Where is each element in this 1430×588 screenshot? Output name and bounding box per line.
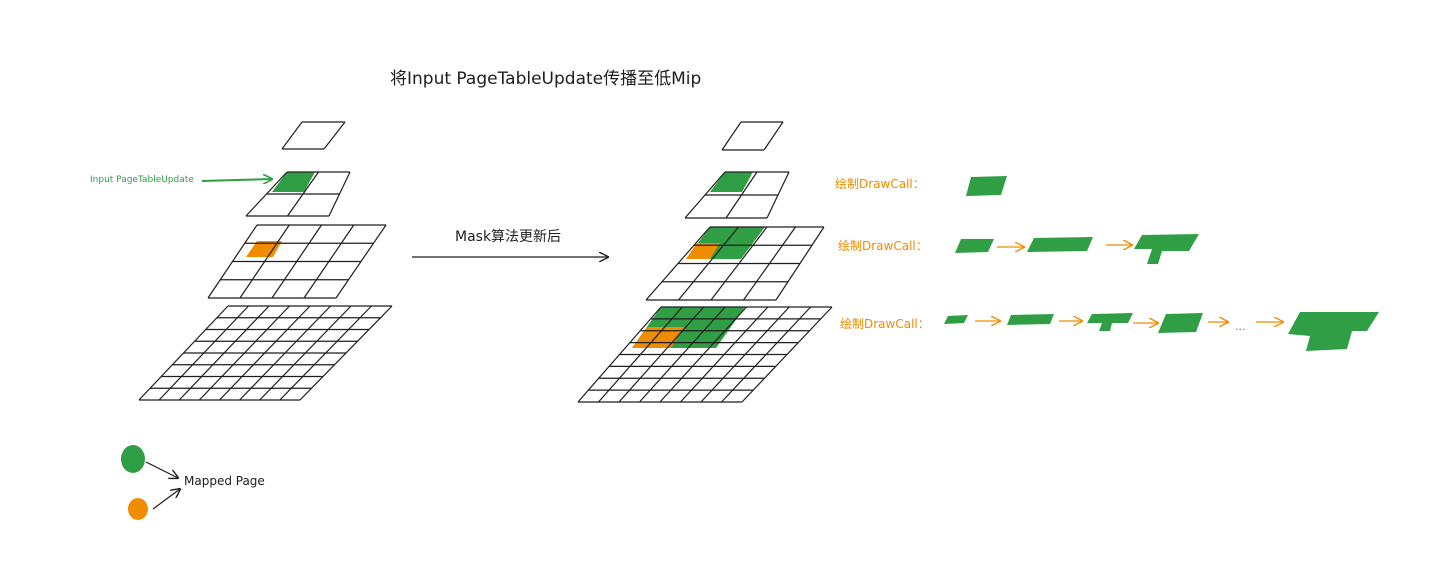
legend-label: Mapped Page — [184, 474, 265, 488]
right-mip3-grid-vline — [659, 306, 747, 403]
left-mip3-grid-vline — [219, 305, 311, 401]
left-mip2-grid — [207, 224, 387, 299]
drawcall-2-shape-1 — [955, 239, 994, 253]
left-mip3-grid-vline — [239, 305, 331, 401]
left-mip1-grid-vline — [287, 171, 319, 217]
drawcall-label-2: 绘制DrawCall： — [838, 238, 928, 253]
drawcall-2-shape-3 — [1134, 234, 1199, 264]
drawcall-3-shape-4 — [1158, 313, 1203, 333]
right-mip0-grid — [721, 121, 784, 151]
left-mip2-grid-vline — [271, 224, 322, 299]
right-mip3-grid-vline — [741, 306, 833, 403]
drawcall-3-ellipsis: ... — [1235, 320, 1246, 333]
right-mip3-grid-vline — [721, 306, 812, 403]
right-mip2-grid — [645, 226, 825, 301]
left-mip3-grid-vline — [279, 305, 372, 401]
drawcall-label-3: 绘制DrawCall： — [840, 316, 930, 331]
legend-arrow-orange — [152, 489, 180, 510]
right-mip3-grid — [577, 306, 833, 403]
right-grids — [577, 121, 833, 403]
legend-green-blob — [121, 445, 145, 473]
diagram-title: 将Input PageTableUpdate传播至低Mip — [390, 69, 701, 89]
legend: Mapped Page — [121, 445, 265, 520]
left-mip2-orange-cell — [246, 241, 282, 257]
right-mip0-grid-vline — [763, 121, 784, 151]
left-mip2-grid-vline — [303, 224, 355, 299]
right-mip2-grid-vline — [710, 226, 768, 301]
left-mip0-grid-vline — [281, 121, 303, 150]
left-mip0-grid — [281, 121, 346, 150]
right-mip1-grid-vline — [766, 171, 790, 219]
left-mip-stack — [138, 121, 393, 401]
drawcall-3-shape-2 — [1007, 314, 1054, 325]
drawcall-3-shape-5 — [1288, 312, 1379, 351]
right-mip0-grid-vline — [721, 121, 742, 151]
left-mip3-grid-vline — [299, 305, 393, 401]
right-mip2-grid-vline — [775, 226, 825, 301]
left-mip3-grid-vline — [259, 305, 352, 401]
mask-update-label: Mask算法更新后 — [455, 229, 561, 245]
right-mip1-grid — [684, 171, 790, 219]
left-mip1-grid — [245, 171, 351, 217]
right-mip3-grid-vline — [680, 306, 769, 403]
right-mip1-grid-vline — [725, 171, 758, 219]
left-mip1-grid-vline — [328, 171, 351, 217]
right-mip3-grid-vline — [700, 306, 790, 403]
left-mip1-green-cell — [272, 172, 315, 192]
legend-orange-blob — [128, 498, 148, 520]
drawcall-row-2: 绘制DrawCall： — [838, 234, 1199, 264]
drawcall-row-3: 绘制DrawCall： ... — [840, 312, 1379, 351]
right-mip-stack — [577, 121, 833, 403]
drawcall-label-1: 绘制DrawCall： — [835, 176, 925, 191]
drawcall-1-shape-1 — [966, 176, 1007, 196]
drawcall-3-shape-1 — [944, 315, 968, 324]
left-mip3-grid — [138, 305, 393, 401]
drawcall-3-shape-3 — [1087, 313, 1133, 331]
right-mip2-orange-cell — [686, 243, 720, 259]
legend-arrow-green — [145, 461, 178, 478]
left-mip2-grid-vline — [335, 224, 387, 299]
drawcall-2-shape-2 — [1027, 237, 1093, 252]
drawcall-row-1: 绘制DrawCall： — [835, 176, 1007, 196]
input-update-arrow — [201, 179, 272, 181]
left-mip0-grid-vline — [323, 121, 346, 150]
right-mip1-green-cell — [710, 172, 753, 192]
right-mip2-grid-vline — [743, 226, 796, 301]
left-grids — [138, 121, 393, 401]
input-update-label: Input PageTableUpdate — [90, 175, 194, 185]
